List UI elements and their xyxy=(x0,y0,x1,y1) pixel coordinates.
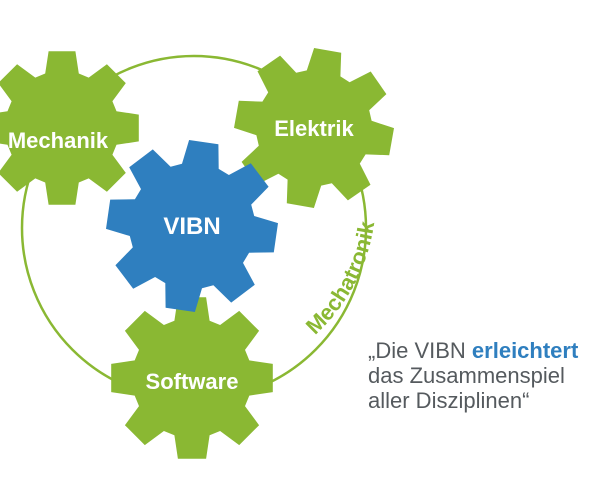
quote-line-1: „Die VIBN erleichtert xyxy=(368,338,600,363)
gear-mechanik: Mechanik xyxy=(0,51,139,205)
gear-software-label: Software xyxy=(146,369,239,394)
quote-line-2: das Zusammenspiel xyxy=(368,363,565,388)
quote-line-3: aller Disziplinen“ xyxy=(368,388,530,413)
quote-text: „Die VIBN erleichtert das Zusammenspiel … xyxy=(368,338,600,413)
gear-elektrik-label: Elektrik xyxy=(274,116,354,141)
gear-elektrik: Elektrik xyxy=(234,48,394,208)
quote-prefix: „Die VIBN xyxy=(368,338,466,363)
quote-highlight: erleichtert xyxy=(471,338,579,363)
gear-software: Software xyxy=(111,297,273,459)
gear-vibn-label: VIBN xyxy=(163,213,220,240)
gear-mechanik-label: Mechanik xyxy=(8,128,109,153)
gear-vibn: VIBN xyxy=(106,140,278,312)
